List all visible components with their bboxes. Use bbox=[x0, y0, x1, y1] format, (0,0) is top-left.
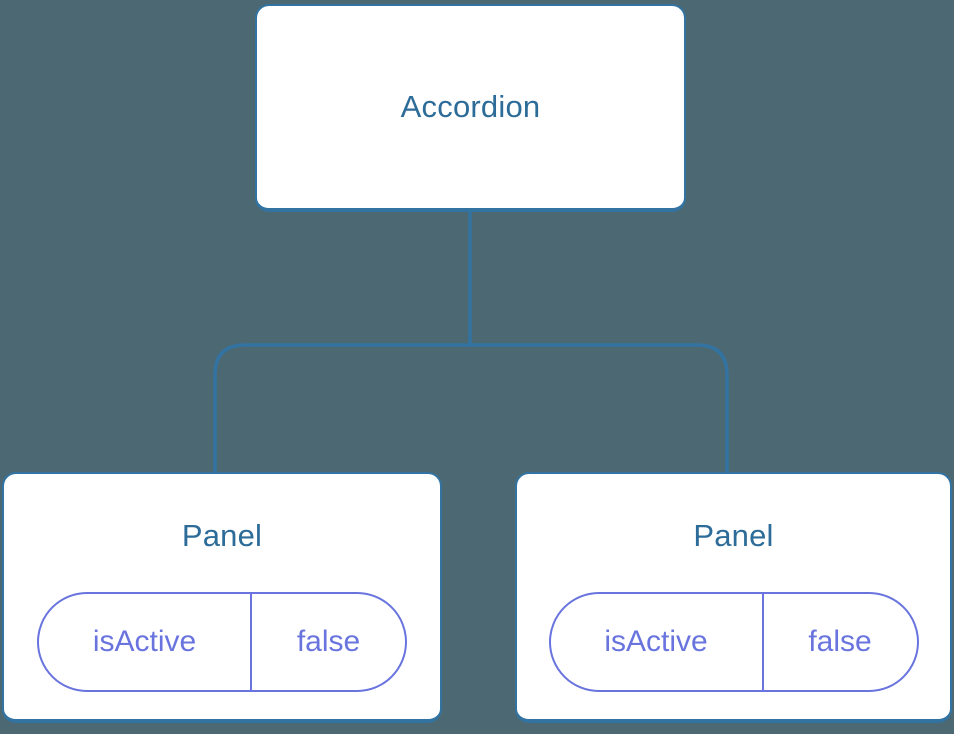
accordion-node: Accordion bbox=[255, 4, 686, 212]
state-pill: isActive false bbox=[37, 592, 407, 692]
panel-node-title: Panel bbox=[181, 518, 263, 553]
state-key: isActive bbox=[551, 594, 764, 690]
panel-node-right: Panel isActive false bbox=[515, 472, 952, 723]
state-value: false bbox=[808, 625, 872, 658]
panel-node-title: Panel bbox=[693, 518, 774, 553]
accordion-node-title: Accordion bbox=[400, 89, 541, 124]
state-key: isActive bbox=[39, 594, 253, 690]
panel-node-left: Panel isActive false bbox=[2, 472, 442, 723]
connector-branch bbox=[213, 343, 729, 476]
state-pill: isActive false bbox=[548, 592, 919, 692]
state-value: false bbox=[296, 625, 361, 658]
